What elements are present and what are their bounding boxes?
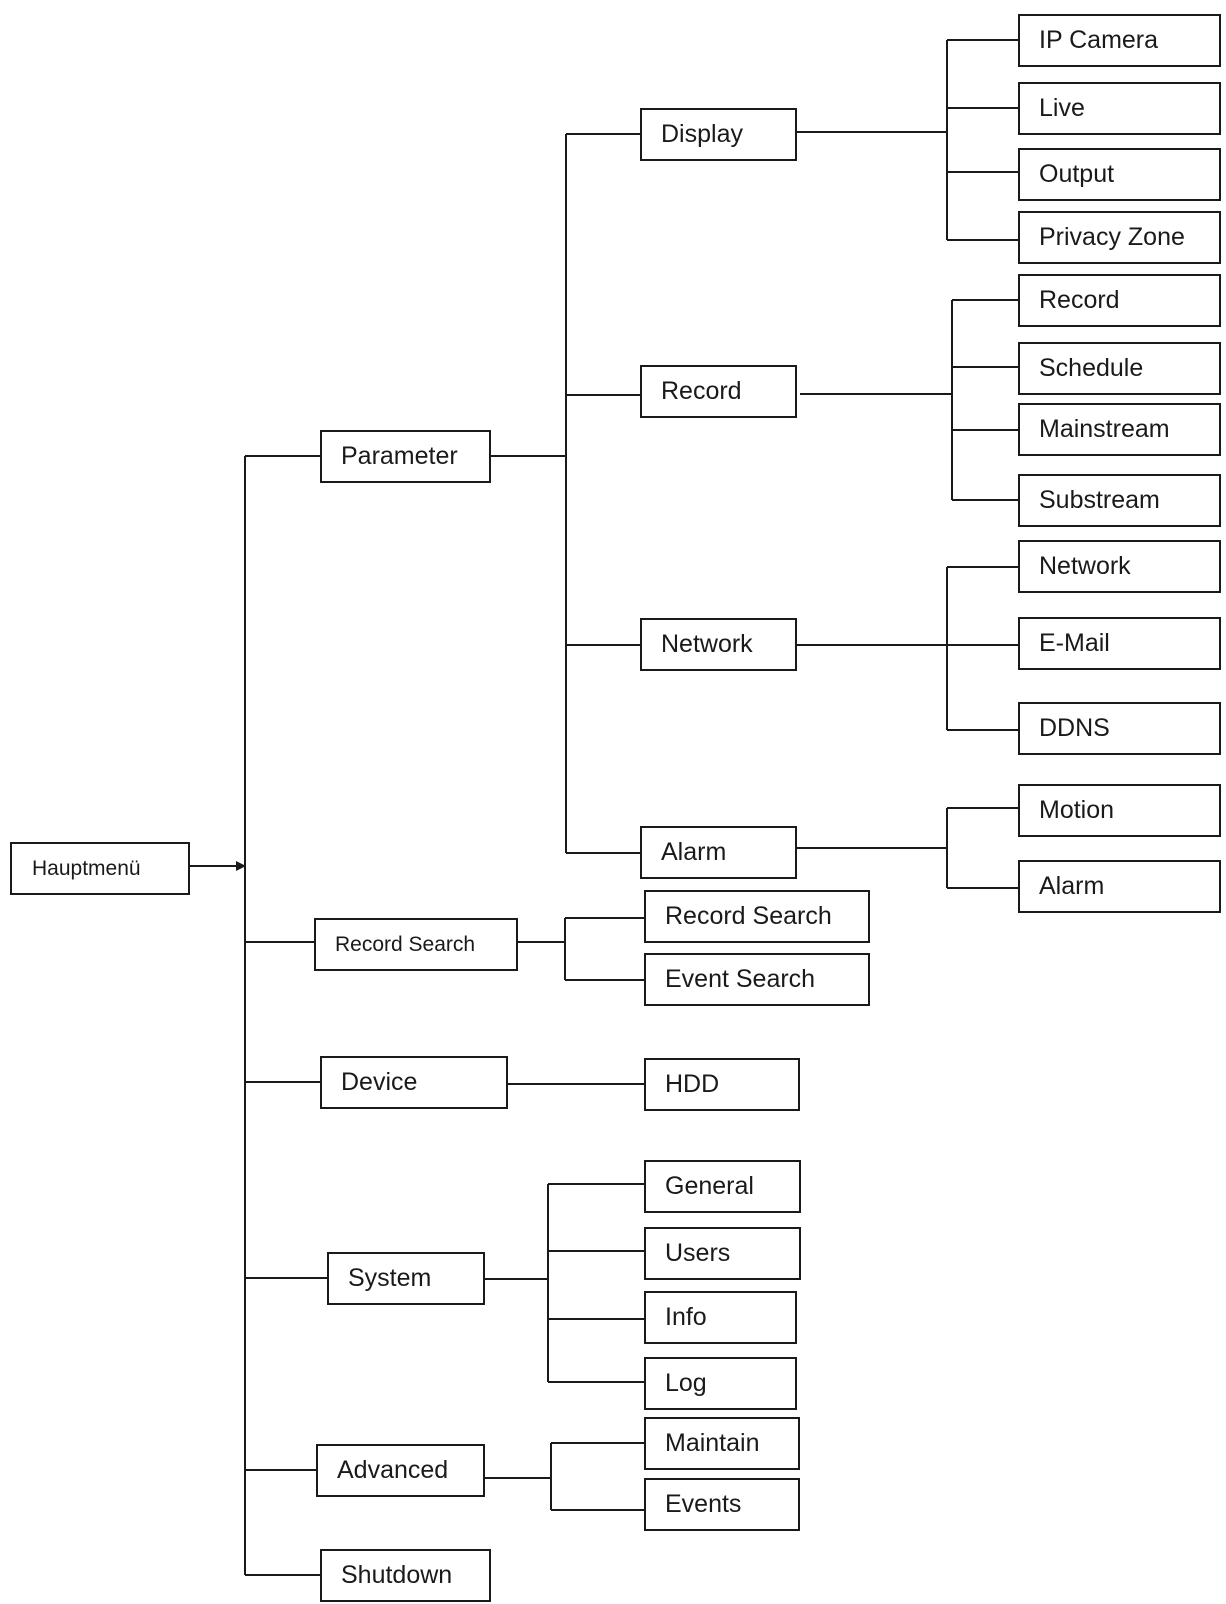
submenu-item-privacy-zone[interactable]: Privacy Zone [1018, 211, 1221, 264]
root-hauptmenu-box[interactable]: Hauptmenü [10, 842, 190, 895]
submenu-item-log[interactable]: Log [644, 1357, 797, 1410]
submenu-item-users[interactable]: Users [644, 1227, 801, 1280]
menu-item-parameter[interactable]: Parameter [320, 430, 491, 483]
submenu-item-motion[interactable]: Motion [1018, 784, 1221, 837]
menu-item-record-search[interactable]: Record Search [314, 918, 518, 971]
submenu-item-general[interactable]: General [644, 1160, 801, 1213]
submenu-item-e-mail[interactable]: E-Mail [1018, 617, 1221, 670]
menu-item-device[interactable]: Device [320, 1056, 508, 1109]
menu-item-alarm[interactable]: Alarm [640, 826, 797, 879]
menu-item-display[interactable]: Display [640, 108, 797, 161]
submenu-item-live[interactable]: Live [1018, 82, 1221, 135]
menu-item-network[interactable]: Network [640, 618, 797, 671]
submenu-item-substream[interactable]: Substream [1018, 474, 1221, 527]
submenu-item-mainstream[interactable]: Mainstream [1018, 403, 1221, 456]
submenu-item-ddns[interactable]: DDNS [1018, 702, 1221, 755]
submenu-item-maintain[interactable]: Maintain [644, 1417, 800, 1470]
submenu-item-alarm[interactable]: Alarm [1018, 860, 1221, 913]
submenu-item-output[interactable]: Output [1018, 148, 1221, 201]
menu-item-shutdown[interactable]: Shutdown [320, 1549, 491, 1602]
submenu-item-info[interactable]: Info [644, 1291, 797, 1344]
submenu-item-record-search[interactable]: Record Search [644, 890, 870, 943]
submenu-item-event-search[interactable]: Event Search [644, 953, 870, 1006]
submenu-item-schedule[interactable]: Schedule [1018, 342, 1221, 395]
submenu-item-network[interactable]: Network [1018, 540, 1221, 593]
menu-item-advanced[interactable]: Advanced [316, 1444, 485, 1497]
menu-item-system[interactable]: System [327, 1252, 485, 1305]
submenu-item-ip-camera[interactable]: IP Camera [1018, 14, 1221, 67]
submenu-item-hdd[interactable]: HDD [644, 1058, 800, 1111]
submenu-item-events[interactable]: Events [644, 1478, 800, 1531]
menu-item-record[interactable]: Record [640, 365, 797, 418]
submenu-item-record[interactable]: Record [1018, 274, 1221, 327]
